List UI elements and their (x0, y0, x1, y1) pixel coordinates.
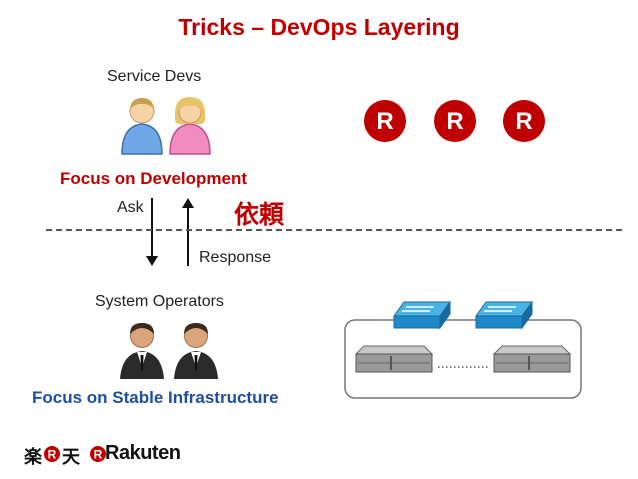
ask-arrow-down (146, 198, 158, 266)
server-icon (354, 345, 434, 373)
network-switch-icon (393, 300, 451, 330)
response-label: Response (199, 249, 272, 266)
server-icon (492, 345, 572, 373)
response-arrow-up (182, 198, 194, 266)
network-switch-icon (475, 300, 533, 330)
footer-r-mark-icon: R (90, 446, 106, 462)
slide-title: Tricks – DevOps Layering (178, 14, 460, 40)
svg-text:R: R (48, 448, 57, 462)
service-devs-label: Service Devs (107, 68, 202, 85)
operator-icon (120, 323, 164, 379)
female-developer-icon (169, 97, 211, 155)
footer-wordmark: Rakuten (105, 442, 181, 464)
focus-development-label: Focus on Development (60, 169, 248, 188)
request-kanji-label: 依頼 (234, 200, 285, 229)
rakuten-logos: R R R (364, 100, 545, 142)
focus-infrastructure-label: Focus on Stable Infrastructure (32, 388, 279, 407)
operator-icon (174, 323, 218, 379)
svg-text:R: R (376, 108, 393, 135)
footer-kanji-2: 天 (62, 447, 80, 468)
svg-text:R: R (515, 108, 532, 135)
system-operators-label: System Operators (95, 293, 224, 310)
infrastructure-diagram (344, 300, 582, 399)
male-developer-icon (121, 98, 163, 155)
svg-text:R: R (446, 108, 463, 135)
rakuten-r-logo: R (364, 100, 406, 142)
footer-r-mark-icon: R (44, 446, 60, 462)
rakuten-r-logo: R (503, 100, 545, 142)
rakuten-r-logo: R (434, 100, 476, 142)
svg-text:R: R (94, 448, 103, 462)
layer-divider (46, 229, 622, 231)
footer-kanji-1: 楽 (24, 447, 42, 468)
footer-rakuten-logo: 楽 R 天 R Rakuten (24, 441, 188, 468)
ask-label: Ask (117, 199, 144, 216)
ask-response-arrows (146, 198, 194, 266)
infrastructure-frame (344, 319, 582, 399)
